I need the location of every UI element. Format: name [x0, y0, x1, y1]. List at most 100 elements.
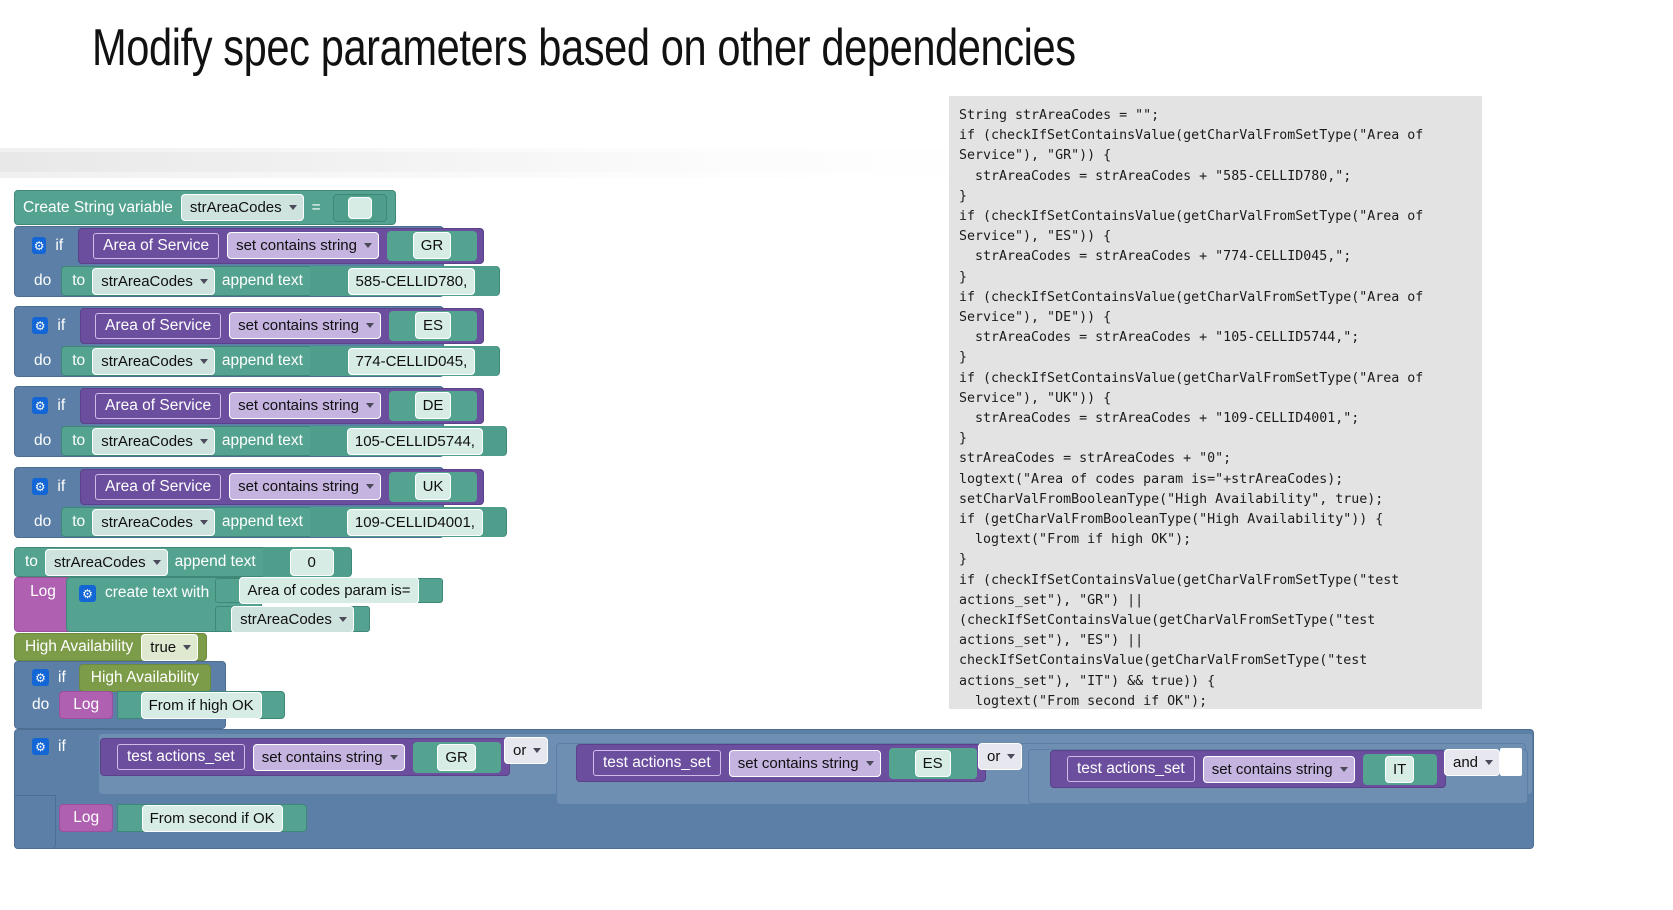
zero-text-socket[interactable]: 0 [262, 547, 351, 577]
to-label-3: to [72, 432, 86, 450]
do-row-1: do to strAreaCodes append text 585-CELLI… [14, 265, 500, 297]
text-value-field[interactable] [347, 196, 372, 219]
operator-dropdown-4[interactable]: set contains string [229, 473, 381, 500]
chevron-down-icon [152, 559, 161, 565]
if-label-2: if [57, 316, 66, 334]
append-text-block-3[interactable]: to strAreaCodes append text 105-CELLID57… [61, 426, 507, 456]
second-if-operand-2[interactable]: test actions_set set contains string ES [576, 744, 986, 782]
empty-text-socket[interactable] [332, 193, 387, 222]
create-string-variable-block[interactable]: Create String variable strAreaCodes = [14, 190, 396, 225]
log-block-create-text[interactable]: Log [14, 577, 72, 632]
subject-field-4[interactable]: Area of Service [95, 473, 222, 500]
value-field-2[interactable]: ES [414, 312, 451, 339]
operator-dropdown-2[interactable]: set contains string [229, 312, 381, 339]
target-variable-dropdown-3[interactable]: strAreaCodes [92, 427, 215, 455]
chevron-down-icon [183, 644, 192, 650]
operator-dropdown-1[interactable]: set contains string [227, 232, 379, 259]
condition-block-1[interactable]: Area of Service set contains string GR [78, 227, 484, 264]
high-availability-condition-block[interactable]: High Availability [78, 663, 212, 692]
appended-text-field-2[interactable]: 774-CELLID045, [347, 347, 476, 375]
second-if-operator-dropdown-2[interactable]: set contains string [728, 749, 881, 777]
gear-icon[interactable]: ⚙ [32, 397, 49, 414]
appended-text-socket-3[interactable]: 105-CELLID5744, [309, 426, 506, 456]
variable-dropdown-strareacodes[interactable]: strAreaCodes [180, 194, 304, 221]
second-if-value-socket-3[interactable]: IT [1362, 753, 1437, 785]
appended-text-field-3[interactable]: 105-CELLID5744, [346, 427, 483, 455]
chevron-down-icon [288, 205, 297, 210]
create-text-item-1-socket[interactable]: Area of codes param is= [215, 577, 443, 604]
subject-field-2[interactable]: Area of Service [95, 312, 222, 339]
set-high-availability-block[interactable]: High Availability true [14, 633, 207, 661]
create-text-item-2-socket[interactable]: strAreaCodes [215, 605, 370, 633]
gear-icon[interactable]: ⚙ [32, 478, 49, 495]
second-if-value-socket-1[interactable]: GR [412, 741, 501, 773]
if-label-4: if [57, 477, 66, 495]
second-if-operator-dropdown-3[interactable]: set contains string [1202, 755, 1355, 783]
log-message-socket-second-if[interactable]: From second if OK [117, 804, 308, 832]
if-label-3: if [57, 396, 66, 414]
appended-text-field-1[interactable]: 585-CELLID780, [347, 267, 476, 295]
second-if-operand-1[interactable]: test actions_set set contains string GR [100, 738, 510, 776]
subject-field-1[interactable]: Area of Service [93, 232, 220, 259]
target-variable-dropdown-4[interactable]: strAreaCodes [92, 508, 215, 536]
gear-icon[interactable]: ⚙ [79, 585, 96, 602]
condition-block-2[interactable]: Area of Service set contains string ES [80, 307, 484, 344]
second-if-value-field-2[interactable]: ES [914, 749, 951, 777]
gear-icon[interactable]: ⚙ [32, 738, 49, 755]
condition-block-4[interactable]: Area of Service set contains string UK [80, 468, 484, 505]
value-field-1[interactable]: GR [412, 232, 452, 259]
append-text-block-1[interactable]: to strAreaCodes append text 585-CELLID78… [61, 266, 500, 296]
subject-field-3[interactable]: Area of Service [95, 392, 222, 419]
log-message-socket-high-availability[interactable]: From if high OK [117, 691, 286, 719]
second-if-value-field-1[interactable]: GR [437, 743, 476, 771]
page-title: Modify spec parameters based on other de… [92, 19, 1076, 77]
second-if-subject-2[interactable]: test actions_set [593, 750, 721, 776]
target-variable-dropdown-1[interactable]: strAreaCodes [92, 267, 215, 295]
gear-icon[interactable]: ⚙ [32, 317, 49, 334]
appended-text-socket-4[interactable]: 109-CELLID4001, [309, 507, 506, 537]
second-if-joiner-dropdown-3[interactable]: and [1444, 749, 1501, 776]
log-block-high-availability[interactable]: Log [59, 691, 114, 719]
value-socket-3[interactable]: DE [389, 390, 477, 421]
append-zero-block[interactable]: to strAreaCodes append text 0 [14, 547, 352, 577]
log-block-second-if[interactable]: Log [59, 804, 114, 832]
operator-dropdown-3[interactable]: set contains string [229, 392, 381, 419]
second-if-value-socket-2[interactable]: ES [888, 747, 977, 779]
second-if-joiner-1[interactable]: or [504, 737, 549, 764]
value-socket-4[interactable]: UK [389, 471, 477, 502]
appended-text-socket-2[interactable]: 774-CELLID045, [309, 346, 499, 376]
second-if-joiner-dropdown-1[interactable]: or [504, 737, 549, 764]
value-field-4[interactable]: UK [414, 473, 452, 500]
second-if-true-socket[interactable] [1500, 748, 1522, 776]
target-variable-dropdown-zero[interactable]: strAreaCodes [44, 548, 168, 576]
log-message-field-high-availability[interactable]: From if high OK [140, 691, 262, 719]
zero-text-field[interactable]: 0 [289, 548, 334, 576]
appended-text-field-4[interactable]: 109-CELLID4001, [346, 508, 483, 536]
target-variable-dropdown-2[interactable]: strAreaCodes [92, 347, 215, 375]
create-text-item-2-variable-dropdown[interactable]: strAreaCodes [231, 605, 354, 633]
high-availability-value-dropdown[interactable]: true [141, 633, 199, 661]
second-if-value-field-3[interactable]: IT [1384, 755, 1415, 783]
create-text-item-1-field[interactable]: Area of codes param is= [239, 577, 419, 604]
chevron-down-icon [338, 616, 347, 622]
gear-icon[interactable]: ⚙ [32, 237, 47, 254]
second-if-joiner-dropdown-2[interactable]: or [978, 743, 1023, 770]
log-message-field-second-if[interactable]: From second if OK [141, 804, 283, 832]
appended-text-socket-1[interactable]: 585-CELLID780, [309, 266, 499, 296]
condition-block-3[interactable]: Area of Service set contains string DE [80, 387, 484, 424]
create-text-with-label: create text with [105, 584, 210, 601]
second-if-subject-1[interactable]: test actions_set [117, 744, 245, 770]
value-socket-1[interactable]: GR [387, 230, 477, 261]
append-text-block-2[interactable]: to strAreaCodes append text 774-CELLID04… [61, 346, 500, 376]
background-band-inner [0, 152, 1010, 172]
second-if-operator-dropdown-1[interactable]: set contains string [252, 743, 405, 771]
second-if-joiner-2[interactable]: or [978, 743, 1023, 770]
gear-icon[interactable]: ⚙ [32, 669, 49, 686]
value-socket-2[interactable]: ES [389, 310, 477, 341]
second-if-operand-3[interactable]: test actions_set set contains string IT [1050, 750, 1446, 788]
second-if-subject-3[interactable]: test actions_set [1067, 756, 1195, 782]
value-field-3[interactable]: DE [414, 392, 452, 419]
second-if-joiner-3[interactable]: and [1444, 749, 1501, 776]
append-text-block-4[interactable]: to strAreaCodes append text 109-CELLID40… [61, 507, 507, 537]
